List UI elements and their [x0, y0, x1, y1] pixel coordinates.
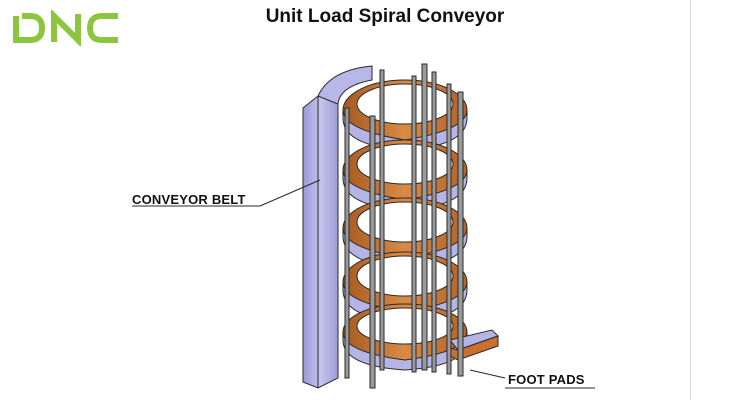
page-title: Unit Load Spiral Conveyor	[265, 6, 505, 27]
dnc-logo	[13, 10, 118, 46]
page-divider	[690, 0, 691, 400]
callout-foot-pads: FOOT PADS	[508, 372, 585, 387]
infeed-column	[302, 65, 373, 389]
conveyor-belt-leader	[259, 179, 321, 207]
foot-pads-leader	[469, 369, 506, 379]
support-posts	[344, 63, 464, 389]
callout-conveyor-belt: CONVEYOR BELT	[132, 192, 246, 207]
